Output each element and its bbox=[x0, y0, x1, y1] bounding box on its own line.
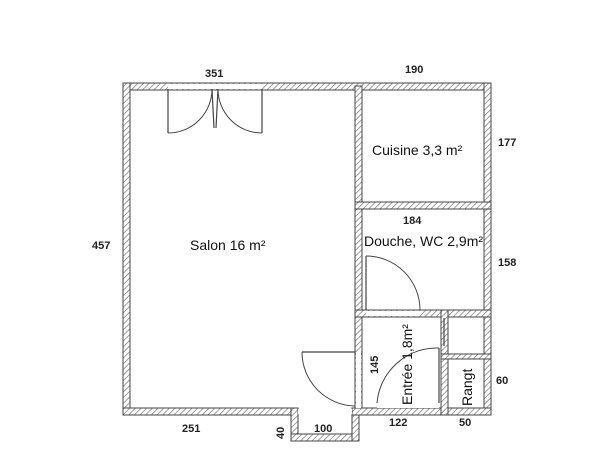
dim-shower-width: 184 bbox=[403, 215, 422, 227]
room-label-entree: Entrée 1,8m² bbox=[399, 324, 415, 405]
shower-door bbox=[365, 255, 421, 311]
entry-door bbox=[376, 347, 440, 404]
interior-walls bbox=[354, 85, 492, 416]
wall-kitchen-bottom bbox=[354, 201, 492, 210]
dim-right-shower: 158 bbox=[498, 257, 516, 269]
openings bbox=[168, 84, 439, 414]
salon-door bbox=[301, 351, 356, 407]
entry-inner-opening bbox=[377, 403, 439, 408]
wall-left bbox=[122, 82, 131, 416]
shower-door-opening bbox=[366, 311, 420, 316]
salon-door-opening bbox=[356, 352, 361, 408]
room-label-rangement: Rangt bbox=[459, 369, 475, 406]
wall-bottom-left bbox=[122, 407, 299, 416]
dim-bottom-entry: 122 bbox=[389, 417, 407, 429]
dim-bottom-salon: 251 bbox=[182, 423, 200, 435]
entry-opening-bottom bbox=[298, 409, 352, 414]
dim-right-storage: 60 bbox=[496, 375, 508, 387]
wall-storage-mid bbox=[440, 353, 492, 360]
wall-shower-bottom bbox=[354, 309, 492, 318]
wall-right bbox=[483, 82, 492, 416]
dim-top-cuisine: 190 bbox=[405, 64, 423, 76]
dim-left-total: 457 bbox=[92, 240, 110, 252]
room-label-douche-wc: Douche, WC 2,9m² bbox=[364, 233, 483, 249]
dim-bottom-door: 100 bbox=[314, 423, 332, 435]
wall-bottom-right bbox=[351, 407, 492, 416]
double-door-salon bbox=[167, 88, 263, 134]
dim-top-salon: 351 bbox=[205, 68, 223, 80]
dim-bottom-storage: 50 bbox=[459, 417, 471, 429]
wall-recess-bottom bbox=[290, 433, 360, 442]
room-label-cuisine: Cuisine 3,3 m² bbox=[372, 142, 463, 158]
window-opening-top bbox=[168, 84, 262, 89]
dim-entry-height: 145 bbox=[369, 356, 381, 374]
room-label-salon: Salon 16 m² bbox=[190, 237, 266, 253]
dim-bottom-recess: 40 bbox=[275, 427, 287, 439]
outer-walls bbox=[122, 82, 492, 442]
wall-storage-left bbox=[440, 309, 449, 416]
dim-right-cuisine: 177 bbox=[498, 137, 516, 149]
